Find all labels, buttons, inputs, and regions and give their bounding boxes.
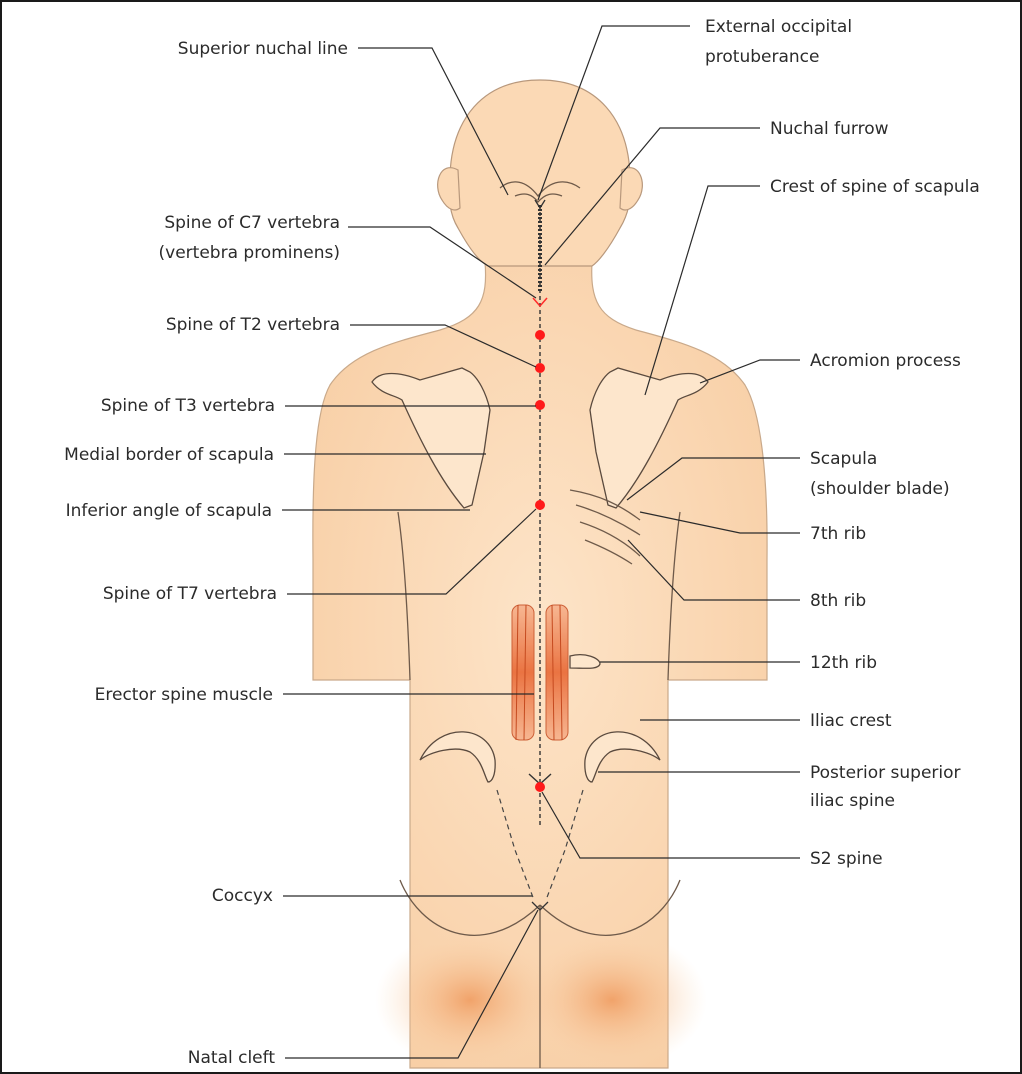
label-psis-2: iliac spine	[810, 791, 895, 811]
body-figure	[313, 80, 767, 1070]
label-external-occipital-2: protuberance	[705, 47, 819, 67]
landmark-dot-t1	[535, 330, 545, 340]
landmark-dot-t7	[535, 500, 545, 510]
label-iliac-crest: Iliac crest	[810, 711, 892, 731]
right-ear	[620, 168, 642, 210]
label-medial-border: Medial border of scapula	[64, 445, 274, 465]
label-inferior-angle: Inferior angle of scapula	[66, 501, 272, 521]
label-coccyx: Coccyx	[212, 886, 273, 906]
label-spine-t2: Spine of T2 vertebra	[166, 315, 340, 335]
label-12th-rib: 12th rib	[810, 653, 877, 673]
label-scapula-1: Scapula	[810, 449, 877, 469]
label-spine-t3: Spine of T3 vertebra	[101, 396, 275, 416]
label-spine-c7-2: (vertebra prominens)	[159, 243, 340, 263]
label-superior-nuchal-line: Superior nuchal line	[178, 39, 348, 59]
label-spine-c7-1: Spine of C7 vertebra	[164, 213, 340, 233]
landmark-dot-t3	[535, 400, 545, 410]
label-erector-spine: Erector spine muscle	[95, 685, 273, 705]
label-nuchal-furrow: Nuchal furrow	[770, 119, 889, 139]
label-8th-rib: 8th rib	[810, 591, 866, 611]
label-scapula-2: (shoulder blade)	[810, 479, 950, 499]
landmark-dot-s2	[535, 782, 545, 792]
label-s2-spine: S2 spine	[810, 849, 883, 869]
label-7th-rib: 7th rib	[810, 524, 866, 544]
landmark-dot-t2	[535, 363, 545, 373]
label-external-occipital-1: External occipital	[705, 17, 852, 37]
left-ear	[438, 168, 460, 210]
label-natal-cleft: Natal cleft	[188, 1048, 276, 1068]
label-acromion: Acromion process	[810, 351, 961, 371]
label-crest-spine-scapula: Crest of spine of scapula	[770, 177, 980, 197]
label-spine-t7: Spine of T7 vertebra	[103, 584, 277, 604]
label-psis-1: Posterior superior	[810, 763, 961, 783]
right-buttock-shading	[517, 930, 707, 1070]
